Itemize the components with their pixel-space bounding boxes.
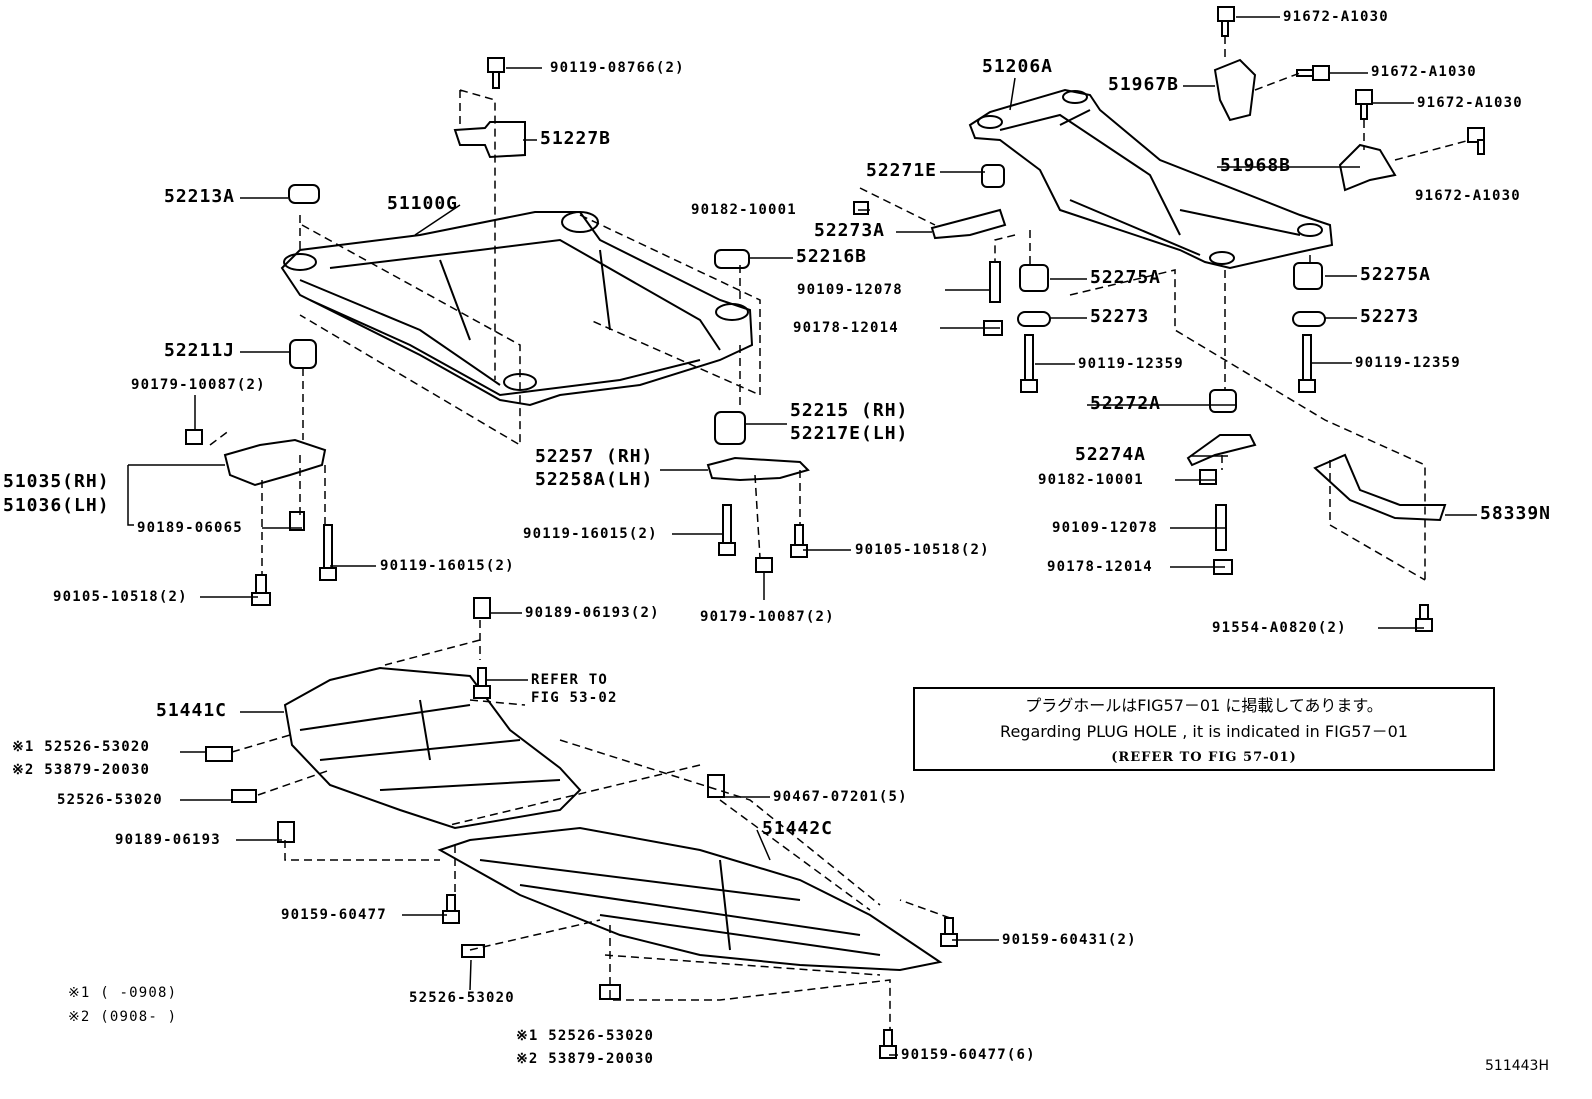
- part-label[interactable]: 52275A: [1360, 264, 1432, 285]
- part-label[interactable]: 90119-08766(2): [550, 60, 685, 76]
- part-label[interactable]: 90467-07201(5): [773, 789, 908, 805]
- part-label[interactable]: ※1 52526-53020: [516, 1028, 655, 1044]
- part-label[interactable]: 52526-53020: [57, 792, 163, 808]
- part-label[interactable]: 91672-A1030: [1417, 95, 1523, 111]
- part-label[interactable]: 51441C: [156, 700, 228, 721]
- part-label[interactable]: 90105-10518(2): [53, 589, 188, 605]
- part-label[interactable]: 52273: [1090, 306, 1150, 327]
- part-label[interactable]: 52526-53020: [409, 990, 515, 1006]
- figure-code: 511443H: [1485, 1058, 1549, 1074]
- plug-hole-note: プラグホールはFIG57－01 に掲載してあります。 Regarding PLU…: [913, 687, 1495, 771]
- note-english: Regarding PLUG HOLE , it is indicated in…: [1000, 722, 1408, 741]
- front-suspension-crossmember: [280, 211, 754, 407]
- part-label[interactable]: 52274A: [1075, 444, 1147, 465]
- part-label[interactable]: 52215 (RH): [790, 400, 909, 421]
- part-label[interactable]: 91672-A1030: [1371, 64, 1477, 80]
- bracket-51035: [223, 438, 327, 487]
- part-label[interactable]: 90182-10001: [1038, 472, 1144, 488]
- part-label[interactable]: ※2 53879-20030: [516, 1051, 655, 1067]
- fasteners: [185, 6, 1485, 1059]
- part-label[interactable]: 51227B: [540, 128, 612, 149]
- part-label[interactable]: 51100G: [387, 193, 459, 214]
- part-label[interactable]: 90182-10001: [691, 202, 797, 218]
- part-label[interactable]: 52272A: [1090, 393, 1162, 414]
- part-label[interactable]: 52211J: [164, 340, 236, 361]
- part-label[interactable]: 90119-16015(2): [380, 558, 515, 574]
- part-label[interactable]: 90178-12014: [1047, 559, 1153, 575]
- part-label[interactable]: 90189-06065: [137, 520, 243, 536]
- footnote-2: ※2 (0908- ): [68, 1009, 178, 1025]
- part-label[interactable]: 90119-16015(2): [523, 526, 658, 542]
- bracket-51227b: [453, 121, 526, 159]
- reference-label[interactable]: FIG 53-02: [531, 690, 618, 706]
- footnote-1: ※1 ( -0908): [68, 985, 178, 1001]
- part-label[interactable]: 91672-A1030: [1415, 188, 1521, 204]
- part-label[interactable]: 51206A: [982, 56, 1054, 77]
- part-label[interactable]: 90105-10518(2): [855, 542, 990, 558]
- engine-under-cover-rear: [437, 826, 943, 972]
- part-label[interactable]: 90109-12078: [797, 282, 903, 298]
- stopper-52274a: [1186, 434, 1257, 467]
- brace-51967b: [1213, 58, 1257, 122]
- part-label[interactable]: 58339N: [1480, 503, 1552, 524]
- part-label[interactable]: ※1 52526-53020: [12, 739, 151, 755]
- engine-under-cover-front: [283, 666, 582, 830]
- part-label[interactable]: 52273: [1360, 306, 1420, 327]
- bracket-58339n: [1313, 453, 1447, 522]
- cushions: [288, 164, 1326, 445]
- part-label[interactable]: ※2 53879-20030: [12, 762, 151, 778]
- part-label[interactable]: 52273A: [814, 220, 886, 241]
- part-label[interactable]: 51036(LH): [3, 495, 110, 516]
- part-label[interactable]: 91554-A0820(2): [1212, 620, 1347, 636]
- bracket-51968b: [1338, 143, 1397, 192]
- part-label[interactable]: 52217E(LH): [790, 423, 909, 444]
- part-label[interactable]: 90179-10087(2): [700, 609, 835, 625]
- part-label[interactable]: 90119-12359: [1355, 355, 1461, 371]
- part-label[interactable]: 52213A: [164, 186, 236, 207]
- part-label[interactable]: 52271E: [866, 160, 938, 181]
- part-label[interactable]: 51967B: [1108, 74, 1180, 95]
- arm-52257: [706, 456, 810, 482]
- part-label[interactable]: 91672-A1030: [1283, 9, 1389, 25]
- part-label[interactable]: 52216B: [796, 246, 868, 267]
- part-label[interactable]: 52257 (RH): [535, 446, 654, 467]
- note-reference[interactable]: (REFER TO FIG 57-01): [1111, 750, 1297, 765]
- note-japanese: プラグホールはFIG57－01 に掲載してあります。: [1025, 696, 1383, 715]
- reference-label[interactable]: REFER TO: [531, 672, 609, 688]
- part-label[interactable]: 52258A(LH): [535, 469, 654, 490]
- part-label[interactable]: 90179-10087(2): [131, 377, 266, 393]
- part-label[interactable]: 52275A: [1090, 267, 1162, 288]
- dashed-guide-lines: [209, 36, 1471, 1030]
- part-label[interactable]: 90109-12078: [1052, 520, 1158, 536]
- part-label[interactable]: 51035(RH): [3, 471, 110, 492]
- part-label[interactable]: 90178-12014: [793, 320, 899, 336]
- stopper-52273a: [930, 208, 1007, 240]
- part-label[interactable]: 90159-60477(6): [901, 1047, 1036, 1063]
- part-label[interactable]: 90189-06193(2): [525, 605, 660, 621]
- part-label[interactable]: 90189-06193: [115, 832, 221, 848]
- leader-lines: [127, 16, 1477, 1056]
- part-label[interactable]: 51442C: [762, 818, 834, 839]
- rear-suspension-member: [968, 88, 1334, 270]
- part-label[interactable]: 90159-60477: [281, 907, 387, 923]
- part-label[interactable]: 90159-60431(2): [1002, 932, 1137, 948]
- part-label[interactable]: 90119-12359: [1078, 356, 1184, 372]
- part-label[interactable]: 51968B: [1220, 155, 1292, 176]
